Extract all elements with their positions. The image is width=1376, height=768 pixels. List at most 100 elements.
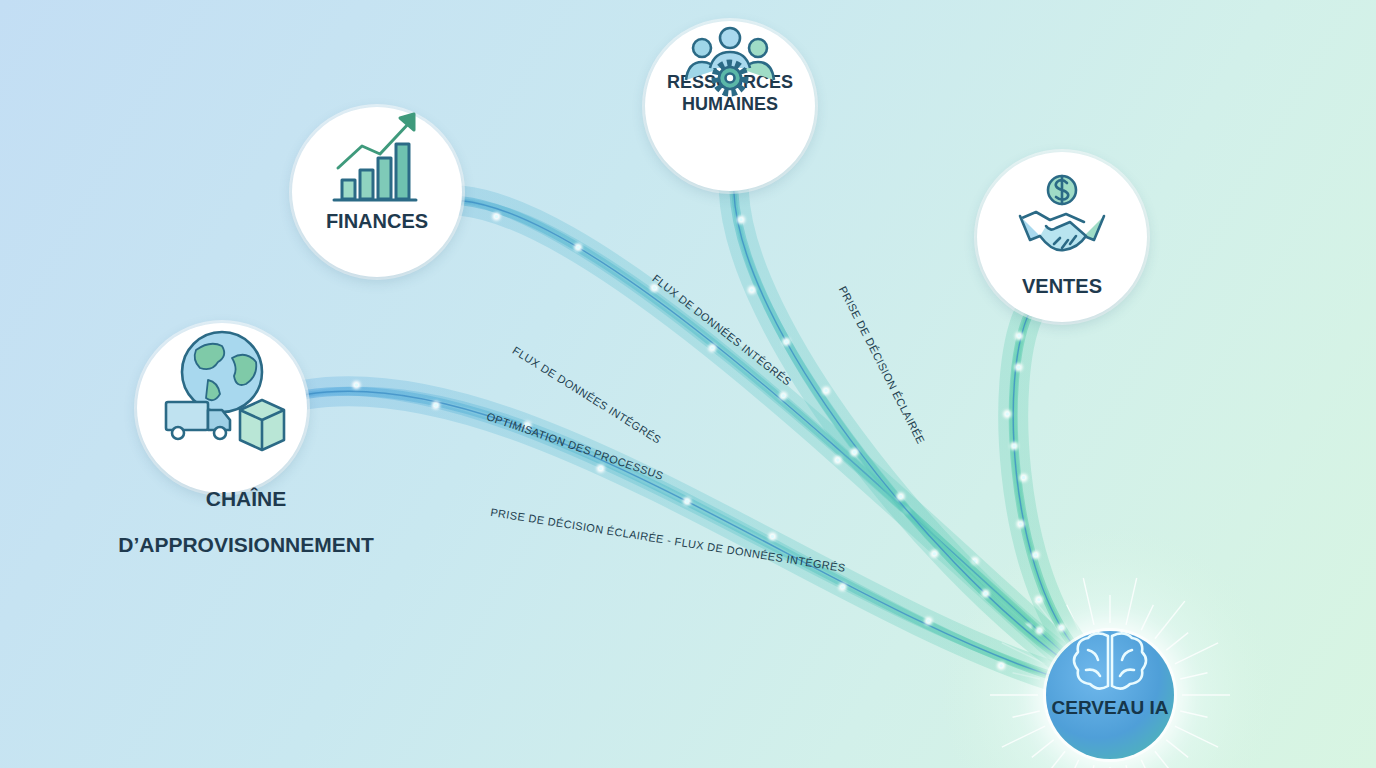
- glow-ray: [1126, 765, 1137, 768]
- node-label: CERVEAU IA: [1040, 697, 1180, 719]
- flow-strand: [1012, 315, 1072, 644]
- glow-ray: [1109, 767, 1110, 768]
- glow-ray: [1180, 711, 1207, 717]
- globe-truck-box-icon-part: [214, 427, 226, 439]
- flow-spark: [1038, 629, 1042, 633]
- handshake-coin-icon-part: [1056, 176, 1068, 204]
- flow-spark-glow: [779, 392, 787, 400]
- flow-spark-glow: [1015, 332, 1023, 340]
- flow-spark: [434, 403, 438, 407]
- flow-spark: [355, 383, 359, 387]
- glow-ray: [1083, 765, 1094, 768]
- flow-strand: [1014, 315, 1072, 644]
- flow-spark-glow: [737, 216, 745, 224]
- people-gear-icon-part: [715, 63, 745, 93]
- finance-chart-icon-part: [396, 144, 409, 199]
- flow-spark: [999, 664, 1003, 668]
- flow-spark-glow: [352, 381, 360, 389]
- brain-icon-part: [1086, 650, 1134, 676]
- flow-spark: [685, 500, 689, 504]
- department-circle: RESSOURCES HUMAINES: [645, 21, 815, 191]
- finance-chart-icon-part: [378, 158, 391, 199]
- glow-ray: [1166, 633, 1188, 650]
- flow-spark-glow: [492, 212, 500, 220]
- department-circle: CHAÎNE D’APPROVISIONNEMENT: [137, 323, 307, 493]
- people-gear-icon: [686, 28, 774, 93]
- flow-spark: [1037, 598, 1041, 602]
- node-label: VENTES: [987, 274, 1137, 298]
- flow-label: PRISE DE DÉCISION ÉCLAIRÉE - FLUX DE DON…: [490, 506, 847, 574]
- flow-line: [306, 391, 1049, 675]
- glow-ray: [1013, 711, 1040, 717]
- flow-spark-glow: [683, 497, 691, 505]
- flow-spark: [984, 592, 988, 596]
- flow-spark: [927, 619, 931, 623]
- flow-spark-glow: [822, 387, 830, 395]
- handshake-coin-icon-part: [1084, 216, 1104, 240]
- flow-spark-glow: [1017, 520, 1025, 528]
- finance-chart-icon: [334, 114, 416, 200]
- people-gear-icon-part: [686, 62, 716, 80]
- flow-band: [1013, 315, 1072, 644]
- glow-ray: [1109, 595, 1110, 623]
- flow-spark: [841, 585, 845, 589]
- flow-spark-glow: [748, 286, 756, 294]
- flow-spark: [1017, 365, 1021, 369]
- node-label: CHAÎNE D’APPROVISIONNEMENT: [111, 476, 381, 568]
- flow-spark-glow: [574, 243, 582, 251]
- flow-spark-glow: [708, 344, 716, 352]
- glow-ray: [1155, 751, 1185, 768]
- handshake-coin-icon-part: [1022, 212, 1084, 222]
- flow-spark: [750, 288, 754, 292]
- flow-spark: [495, 215, 499, 219]
- flow-spark: [824, 389, 828, 393]
- finance-chart-icon-part: [360, 170, 373, 199]
- flow-spark-glow: [1032, 551, 1040, 559]
- flow-spark-glow: [850, 448, 858, 456]
- handshake-coin-icon-part: [1040, 222, 1086, 250]
- flow-spark: [576, 245, 580, 249]
- finance-chart-icon-part: [338, 122, 410, 168]
- flow-spark-glow: [1010, 442, 1018, 450]
- glow-ray: [1182, 694, 1230, 695]
- glow-ray: [1175, 643, 1218, 664]
- glow-ray: [1141, 605, 1153, 630]
- flow-spark-glow: [1035, 596, 1043, 604]
- globe-truck-box-icon-part: [240, 400, 284, 450]
- globe-truck-box-icon: [166, 332, 284, 450]
- flow-spark-glow: [782, 338, 790, 346]
- glow-ray: [1002, 726, 1045, 747]
- data-flow-band: [1003, 315, 1072, 644]
- flow-spark-glow: [834, 456, 842, 464]
- flow-label: PRISE DE DÉCISION ÉCLAIRÉE: [837, 284, 927, 446]
- flow-spark: [1012, 444, 1016, 448]
- glow-ray: [1067, 760, 1079, 768]
- flow-label: FLUX DE DONNÉES INTÉGRÉS: [650, 272, 794, 388]
- flow-spark-glow: [597, 464, 605, 472]
- handshake-coin-icon: [1020, 176, 1104, 250]
- people-gear-icon-part: [710, 52, 750, 68]
- flow-line: [1013, 315, 1072, 644]
- glow-ray: [1166, 740, 1188, 757]
- flow-spark: [1005, 412, 1009, 416]
- brain-icon-part: [1112, 633, 1146, 688]
- glow-ray: [1083, 578, 1094, 625]
- globe-truck-box-icon-part: [182, 332, 262, 412]
- flow-spark-glow: [1057, 624, 1065, 632]
- glow-ray: [1180, 673, 1207, 679]
- flow-spark: [1060, 626, 1064, 630]
- flow-spark: [1022, 476, 1026, 480]
- people-gear-icon-part: [726, 74, 735, 83]
- globe-truck-box-icon-part: [208, 410, 230, 430]
- flow-spark-glow: [432, 401, 440, 409]
- globe-truck-box-icon-part: [206, 380, 220, 400]
- flow-strand: [1013, 315, 1072, 644]
- globe-truck-box-icon-part: [166, 402, 208, 430]
- globe-truck-box-icon-part: [240, 410, 284, 450]
- flow-spark: [836, 458, 840, 462]
- finance-chart-icon-part: [342, 180, 355, 199]
- glow-ray: [1032, 740, 1054, 757]
- data-flow-band: [306, 381, 1049, 675]
- flow-spark-glow: [1014, 363, 1022, 371]
